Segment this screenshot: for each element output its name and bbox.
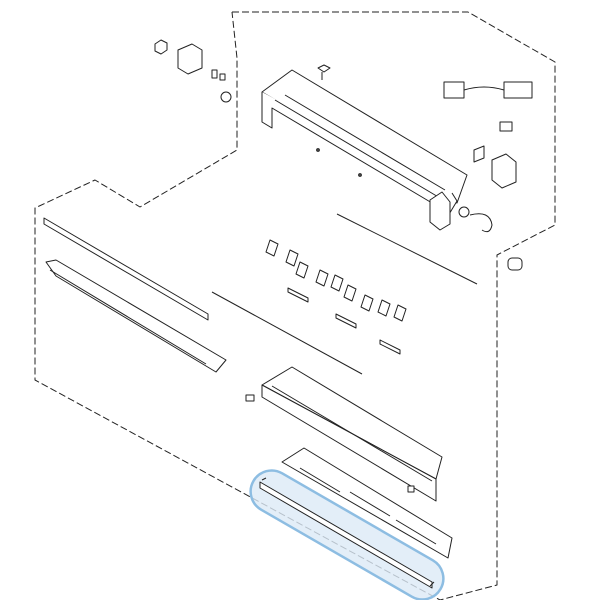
assembly-boundary — [34, 11, 556, 600]
main-chassis-frame — [261, 64, 468, 231]
small-clip-part — [154, 39, 232, 103]
louver-assembly — [245, 366, 443, 502]
louver-links — [211, 213, 478, 375]
front-grille-panel — [281, 447, 453, 559]
front-panel-strip[interactable] — [259, 477, 435, 589]
wire-harness — [443, 81, 533, 271]
side-rail-parts — [43, 217, 227, 373]
